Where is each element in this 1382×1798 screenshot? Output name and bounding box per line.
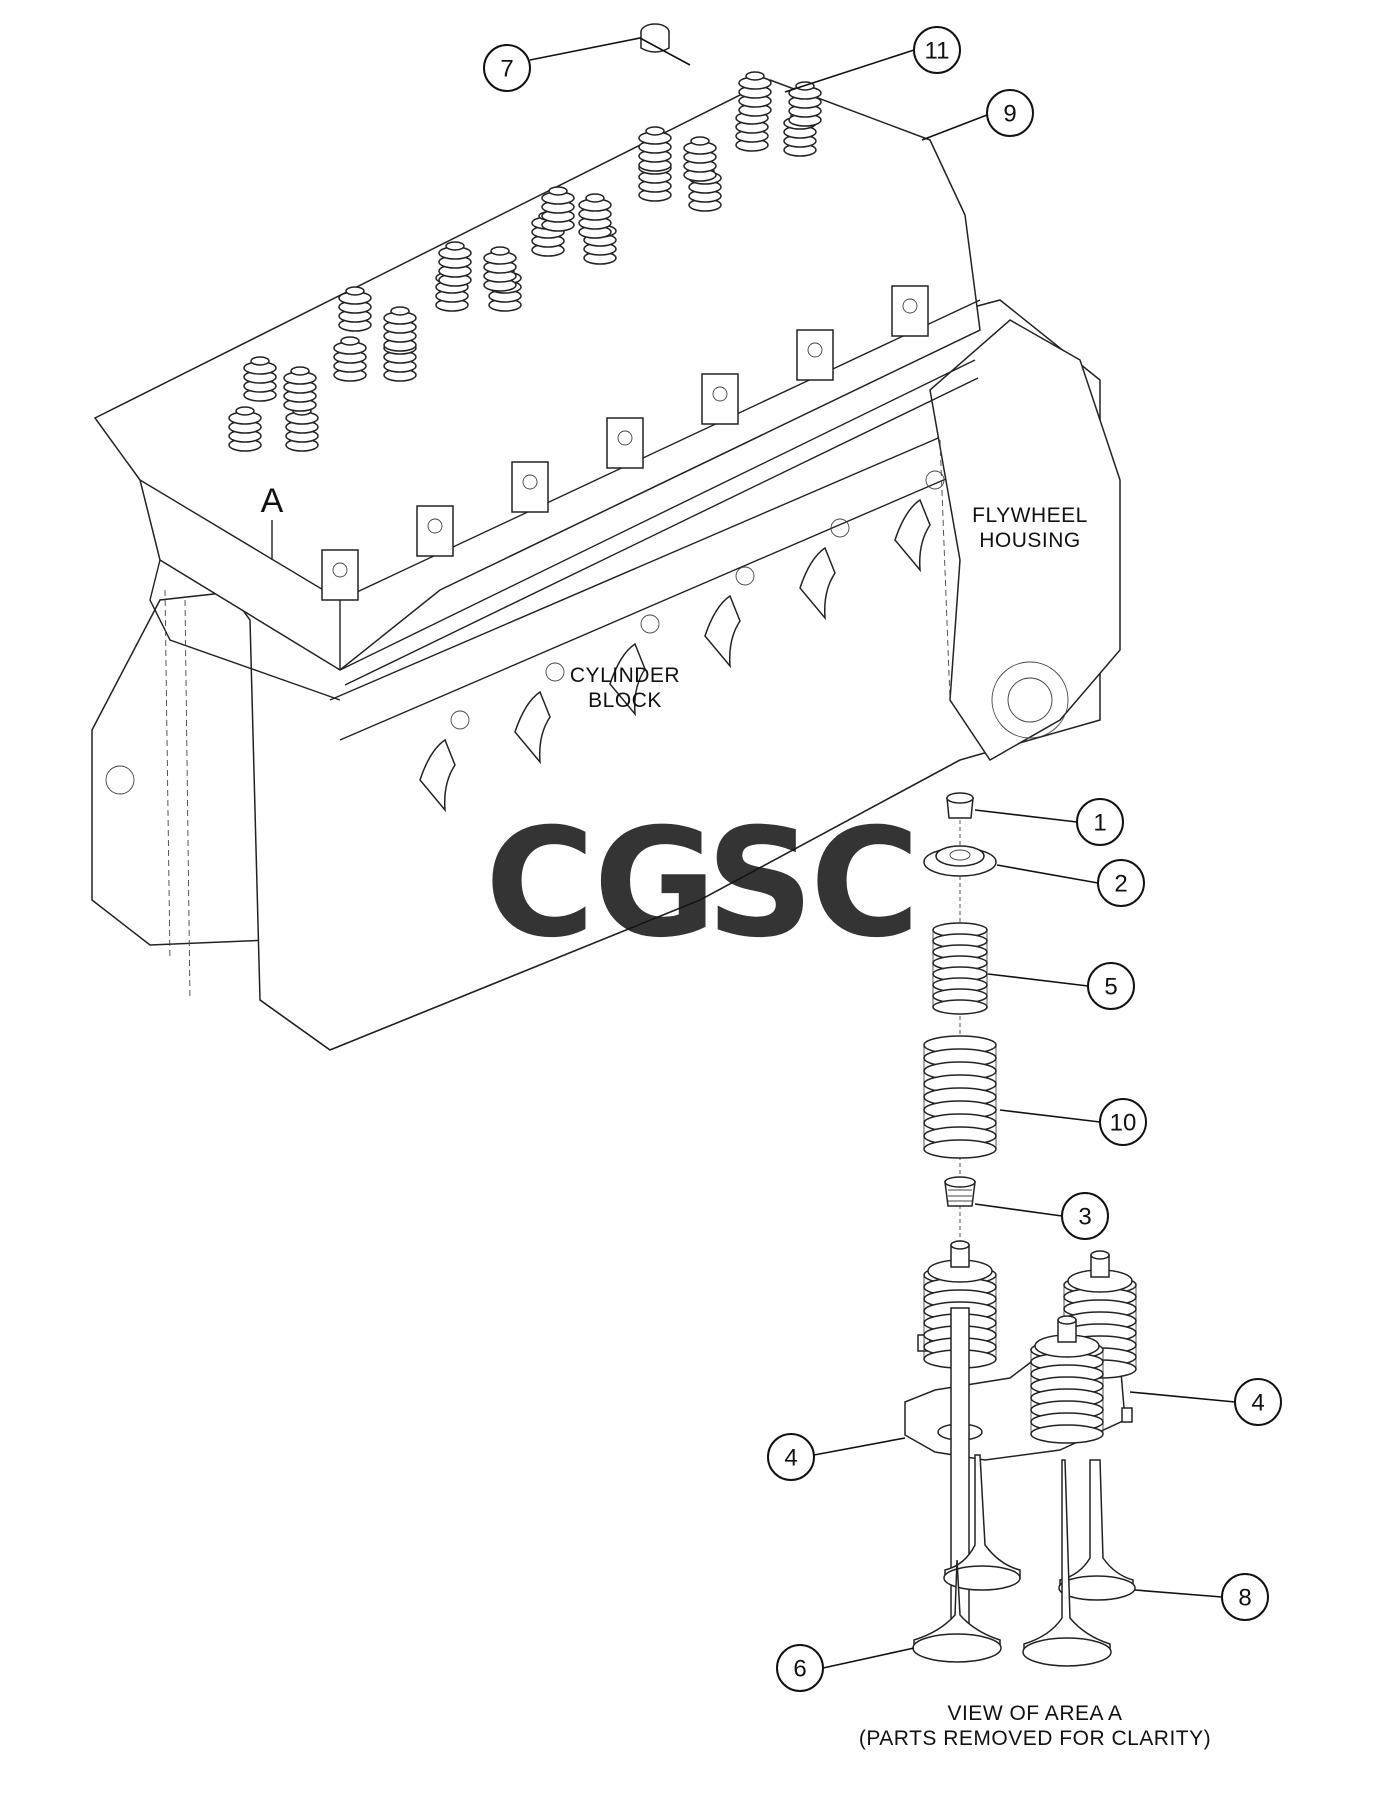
head-valve-spring (483, 246, 517, 292)
callout-4-left-number: 4 (784, 1445, 797, 1472)
flywheel-housing-label-line2: HOUSING (979, 529, 1081, 552)
head-valve-spring (338, 286, 372, 332)
engine-illustration (91, 23, 1121, 1051)
block-port (894, 470, 945, 573)
head-valve-spring (228, 406, 262, 452)
callout-8-number: 8 (1238, 1585, 1251, 1612)
head-valve-spring (541, 186, 575, 232)
head-valve-spring (438, 241, 472, 287)
head-bolt-boss (606, 417, 644, 469)
flywheel-housing-label-line1: FLYWHEEL (972, 504, 1088, 527)
inner-valve-spring-part (932, 922, 988, 1015)
watermark-letter-c2: C (810, 797, 920, 971)
callout-11-number: 11 (925, 38, 950, 65)
callout-11 (913, 26, 961, 74)
head-valve-spring (638, 126, 672, 172)
view-caption-line1: VIEW OF AREA A (947, 1702, 1122, 1725)
head-valve-spring (683, 136, 717, 182)
cylinder-block-label-line1: CYLINDER (570, 664, 680, 687)
head-bolt-boss (321, 549, 359, 601)
callout-1 (1076, 798, 1124, 846)
watermark-letter-g: G (593, 797, 716, 971)
inner-spring-coils (932, 922, 988, 1015)
callout-9-number: 9 (1003, 101, 1016, 128)
callout-2 (1097, 859, 1145, 907)
head-valve-spring (243, 356, 277, 402)
outer-valve-spring-part (923, 1035, 997, 1159)
block-port (514, 662, 565, 765)
view-caption-line2: (PARTS REMOVED FOR CLARITY) (859, 1727, 1211, 1750)
head-valve-spring (283, 366, 317, 412)
exploded-valve-view (904, 792, 1137, 1667)
callout-9 (986, 89, 1034, 137)
callouts: 7 11 9 1 2 5 10 3 4 4 (483, 26, 1282, 1692)
valve-stem-seal-part (944, 1176, 976, 1207)
head-valve-spring (735, 106, 769, 152)
head-bolt-boss (416, 505, 454, 557)
head-valve-spring (383, 306, 417, 352)
callout-4-right (1234, 1378, 1282, 1426)
callout-3 (1061, 1192, 1109, 1240)
callout-4-left (767, 1433, 815, 1481)
callout-7-number: 7 (500, 56, 513, 83)
callout-4-right-number: 4 (1251, 1390, 1264, 1417)
watermark: C G S C (485, 797, 920, 971)
callout-10 (1099, 1098, 1147, 1146)
callout-7 (483, 44, 531, 92)
head-valve-spring (333, 336, 367, 382)
watermark-letter-s: S (706, 797, 814, 971)
block-port (799, 518, 850, 621)
head-bolt-boss (701, 373, 739, 425)
head-valve-spring (285, 406, 319, 452)
valves (912, 1454, 1136, 1667)
callout-5-number: 5 (1104, 974, 1117, 1001)
head-bolt-boss (891, 285, 929, 337)
callout-1-number: 1 (1093, 810, 1106, 837)
head-valve-spring (738, 71, 772, 117)
callout-8 (1221, 1573, 1269, 1621)
callout-6-number: 6 (793, 1656, 806, 1683)
callout-6 (776, 1644, 824, 1692)
head-valve-spring (578, 193, 612, 239)
area-a-letter: A (261, 482, 284, 520)
watermark-letter-c1: C (485, 797, 595, 971)
callout-10-number: 10 (1110, 1110, 1137, 1137)
callout-5 (1087, 962, 1135, 1010)
head-bolt-boss (796, 329, 834, 381)
block-port (419, 710, 470, 813)
installed-spring-assy-front-right (1030, 1315, 1104, 1444)
block-port (609, 614, 660, 717)
callout-3-number: 3 (1078, 1204, 1091, 1231)
head-bolt-boss (511, 461, 549, 513)
spring-retainer-part (923, 845, 997, 877)
callout-2-number: 2 (1114, 871, 1127, 898)
outer-spring-coils (923, 1035, 997, 1159)
block-port (704, 566, 755, 669)
cylinder-block-label-line2: BLOCK (588, 689, 662, 712)
